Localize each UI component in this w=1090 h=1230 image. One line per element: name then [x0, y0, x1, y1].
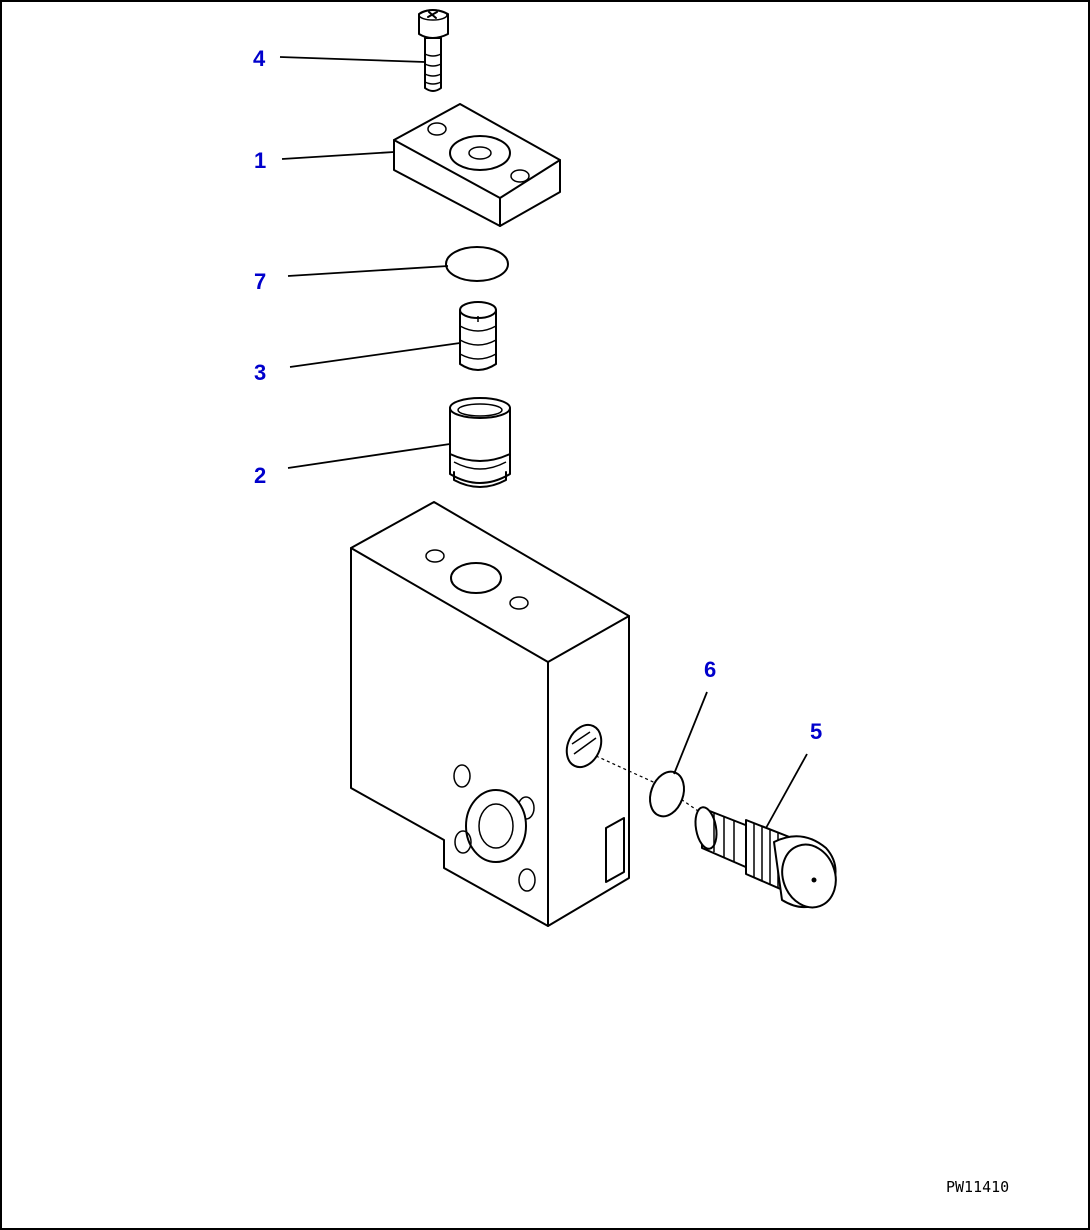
- leader-line-6: [673, 691, 708, 775]
- callout-5: 5: [810, 719, 822, 744]
- relief-valve-part: [694, 806, 837, 909]
- bolt-part: [418, 9, 449, 92]
- leader-line-2: [287, 443, 451, 469]
- small-o-ring-part: [649, 770, 685, 818]
- spring-part: [459, 301, 497, 371]
- o-ring-part: [445, 246, 509, 282]
- callout-4: 4: [253, 46, 266, 71]
- callout-1: 1: [254, 148, 266, 173]
- piston-part: [449, 397, 511, 488]
- leader-line-1: [281, 151, 395, 160]
- callout-6: 6: [704, 657, 716, 682]
- leader-line-5: [765, 753, 808, 829]
- valve-body-part: [350, 501, 630, 927]
- leader-line-7: [287, 265, 449, 277]
- callout-7: 7: [254, 269, 266, 294]
- leader-line-4: [279, 56, 426, 63]
- drawing-code-label: PW11410: [946, 1178, 1009, 1196]
- callout-3: 3: [254, 360, 266, 385]
- callout-2: 2: [254, 463, 266, 488]
- leader-line-3: [289, 342, 461, 368]
- cover-plate-part: [393, 103, 561, 227]
